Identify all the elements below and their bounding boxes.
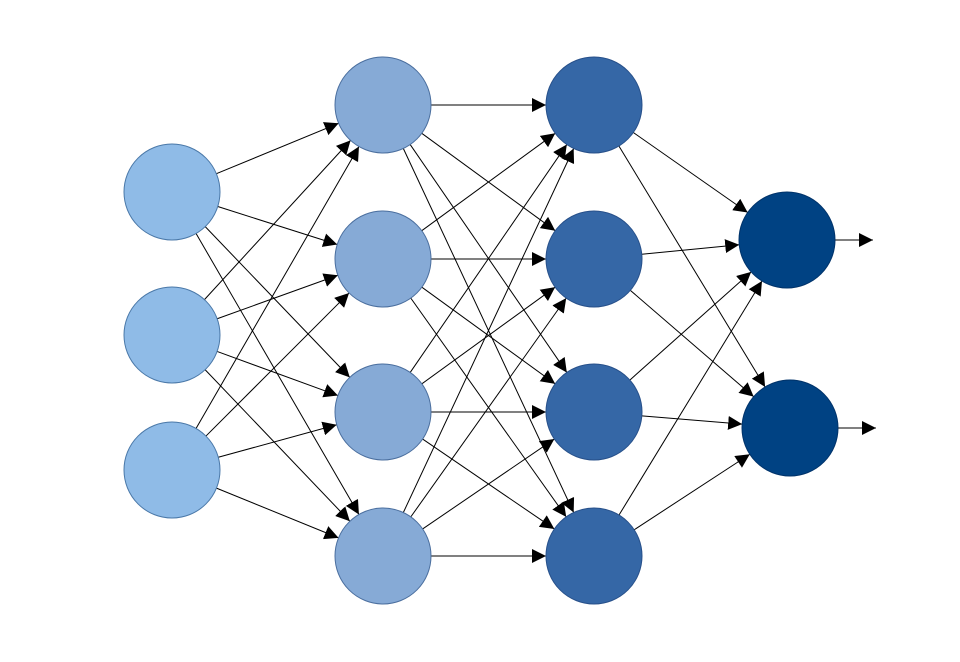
edge-hidden-1-3-to-hidden-2-1 bbox=[409, 144, 568, 373]
hidden-1-node-2 bbox=[334, 210, 432, 308]
hidden-1-node-3 bbox=[334, 363, 432, 461]
output-node-2 bbox=[741, 379, 839, 477]
hidden-2-node-4 bbox=[545, 507, 643, 605]
neurons bbox=[123, 56, 839, 605]
edge-input-3-to-hidden-1-2 bbox=[205, 292, 350, 437]
hidden-1-node-4 bbox=[334, 507, 432, 605]
edge-hidden-1-2-to-hidden-2-1 bbox=[421, 132, 556, 232]
edge-hidden-1-4-to-hidden-2-3 bbox=[422, 438, 555, 530]
input-node-1 bbox=[123, 143, 221, 241]
output-node-1 bbox=[738, 191, 836, 289]
edge-input-1-to-hidden-1-1 bbox=[216, 122, 339, 175]
connections bbox=[195, 98, 876, 563]
edge-hidden-2-4-to-output-1 bbox=[618, 280, 763, 516]
edge-input-1-to-hidden-1-2 bbox=[217, 206, 338, 247]
hidden-2-node-3 bbox=[545, 363, 643, 461]
edge-hidden-2-4-to-output-2 bbox=[633, 453, 751, 531]
edge-hidden-2-1-to-output-1 bbox=[633, 132, 748, 213]
edge-hidden-1-3-to-hidden-2-2 bbox=[421, 286, 556, 385]
edge-input-2-to-hidden-1-4 bbox=[204, 369, 351, 522]
edge-input-2-to-hidden-1-3 bbox=[216, 350, 339, 398]
edge-hidden-1-4-to-hidden-2-1 bbox=[402, 148, 575, 513]
edge-input-3-to-hidden-1-4 bbox=[216, 487, 339, 540]
edge-input-3-to-hidden-1-1 bbox=[195, 146, 360, 429]
hidden-2-node-2 bbox=[545, 210, 643, 308]
input-node-2 bbox=[123, 286, 221, 384]
edge-hidden-2-3-to-output-1 bbox=[629, 271, 752, 381]
edge-hidden-2-3-to-output-2 bbox=[641, 415, 743, 430]
edge-hidden-1-4-to-hidden-2-2 bbox=[410, 297, 567, 518]
edge-input-2-to-hidden-1-1 bbox=[204, 140, 351, 300]
hidden-2-node-1 bbox=[545, 56, 643, 154]
edge-hidden-2-1-to-output-2 bbox=[618, 145, 766, 388]
edge-hidden-2-2-to-output-1 bbox=[641, 239, 740, 255]
input-node-3 bbox=[123, 421, 221, 519]
edge-input-3-to-hidden-1-3 bbox=[218, 421, 337, 458]
hidden-1-node-1 bbox=[334, 56, 432, 154]
edge-input-1-to-hidden-1-3 bbox=[204, 226, 351, 378]
edge-input-2-to-hidden-1-2 bbox=[216, 273, 339, 320]
edge-hidden-2-2-to-output-2 bbox=[630, 289, 754, 398]
